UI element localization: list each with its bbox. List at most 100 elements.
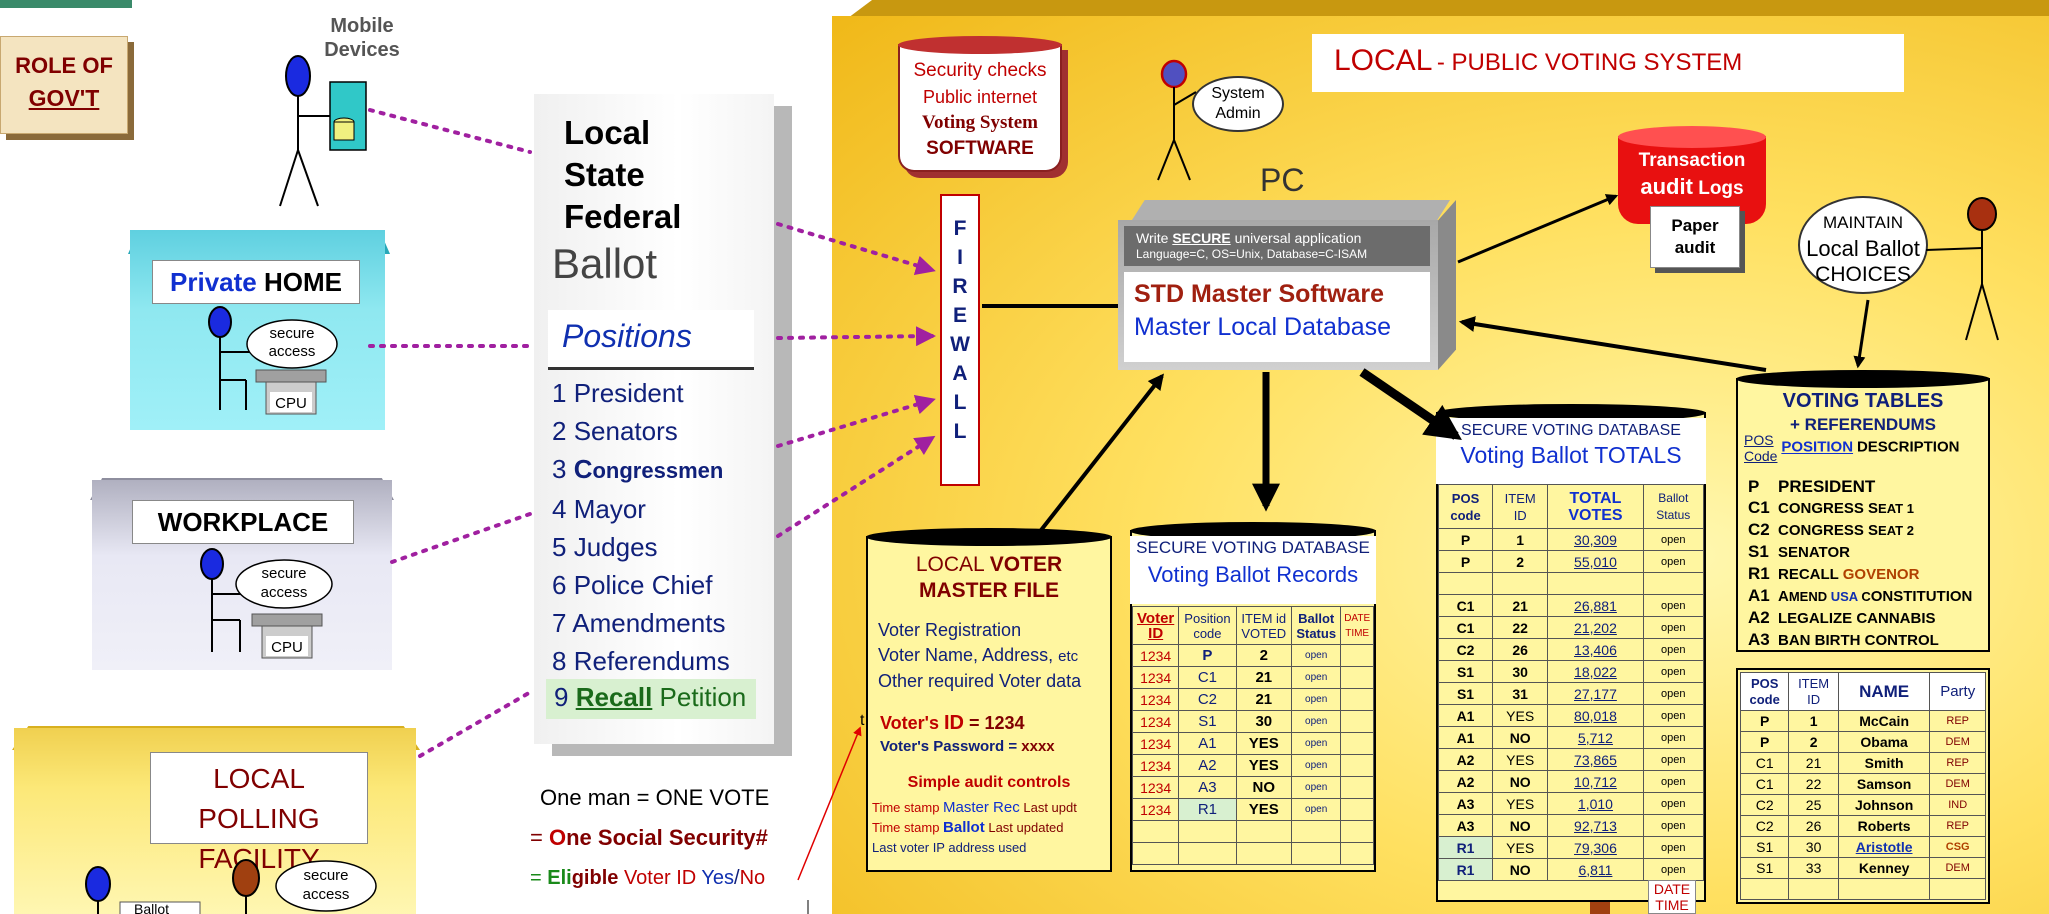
- table-cell: 21: [1235, 688, 1293, 711]
- onevote-l3f: /: [734, 867, 740, 889]
- position-item[interactable]: 7 Amendments: [552, 604, 730, 642]
- table-cell: YES: [1492, 792, 1549, 815]
- pc-write-a: Write: [1136, 230, 1169, 246]
- table-cell: 21: [1788, 752, 1839, 774]
- voter-title-c: MASTER FILE: [919, 579, 1059, 602]
- header-line1: Voter: [1137, 609, 1175, 627]
- table-cell: 1,010: [1547, 792, 1644, 815]
- table-cell: 2: [1235, 644, 1293, 667]
- table-cell: 21,202: [1547, 616, 1644, 639]
- table-cell: C2: [1739, 794, 1790, 816]
- table-cell: [1340, 644, 1374, 667]
- table-cell: [1837, 878, 1931, 900]
- voter-id: Voter's ID = 1234: [880, 712, 1025, 735]
- one-man-one-vote: One man = ONE VOTE = One Social Security…: [530, 778, 830, 898]
- vt-desc: DESCRIPTION: [1856, 438, 1960, 456]
- ts2c: Last updated: [988, 820, 1064, 835]
- table-cell: open: [1642, 748, 1705, 771]
- positions-heading: Positions: [562, 318, 692, 354]
- audit-l1: Transaction: [1638, 150, 1746, 171]
- petition-word: Petition: [659, 682, 747, 712]
- position-label: Judges: [573, 532, 658, 562]
- voter-master-file: LOCAL VOTER MASTER FILE Voter Registrati…: [866, 528, 1112, 872]
- header-line1: POS: [1750, 675, 1779, 691]
- table-cell: YES: [1235, 754, 1293, 777]
- table-cell: [1131, 842, 1180, 865]
- firewall-letter: L: [953, 391, 967, 414]
- table-cell: open: [1642, 814, 1705, 837]
- audit-l2a: audit: [1640, 174, 1693, 199]
- position-item[interactable]: 5 Judges: [552, 528, 730, 566]
- recall-petition-item[interactable]: 9 Recall Petition: [546, 679, 756, 719]
- table-cell: 30: [1492, 660, 1549, 683]
- table-cell: C1: [1739, 752, 1790, 774]
- position-item[interactable]: 1 President: [552, 374, 730, 412]
- firewall-letter: R: [952, 275, 968, 298]
- ts2b: Ballot: [943, 819, 985, 836]
- position-item[interactable]: 8 Referendums: [552, 642, 730, 680]
- table-cell: REP: [1929, 710, 1986, 732]
- table-cell: open: [1642, 726, 1705, 749]
- maintain-l3: CHOICES: [1815, 263, 1911, 286]
- header-line2: code: [1193, 625, 1222, 641]
- table-cell: [1788, 878, 1839, 900]
- admin-l2: Admin: [1215, 105, 1261, 122]
- vtables-header: VOTING TABLES + REFERENDUMS: [1736, 390, 1990, 435]
- table-cell: 26,881: [1547, 594, 1644, 617]
- table-cell: A3: [1437, 814, 1494, 837]
- firewall-letter: E: [952, 304, 967, 327]
- table-cell: 1234: [1131, 644, 1180, 667]
- position-item[interactable]: 2 Senators: [552, 412, 730, 450]
- position-item[interactable]: 3 Congressmen: [552, 450, 730, 490]
- ts2a: Time stamp: [872, 820, 940, 835]
- voter-id-a: Voter's: [880, 713, 939, 733]
- onevote-l2a: =: [530, 825, 543, 850]
- item-desc-part: ONSTITUTION: [1870, 588, 1973, 605]
- recall-num: 9: [554, 682, 569, 712]
- position-item[interactable]: 6 Police Chief: [552, 566, 730, 604]
- table-cell: open: [1291, 688, 1342, 711]
- audit-logs-drum: Transaction audit Logs: [1618, 126, 1766, 224]
- table-cell: Roberts: [1837, 815, 1931, 837]
- header-line1: POS: [1451, 490, 1480, 506]
- table-row: [1131, 820, 1374, 843]
- table-cell: open: [1291, 732, 1342, 755]
- table-cell: A2: [1437, 770, 1494, 793]
- table-cell: open: [1642, 704, 1705, 727]
- table-cell: [1178, 842, 1237, 865]
- table-cell: 22: [1788, 773, 1839, 795]
- table-cell: [1340, 776, 1374, 799]
- polling-line2: POLLING FACILITY: [198, 803, 320, 874]
- table-cell: [1642, 572, 1705, 595]
- table-cell: DEM: [1929, 731, 1986, 753]
- position-item[interactable]: 4 Mayor: [552, 490, 730, 528]
- pc-box: Write SECURE universal application Langu…: [1118, 200, 1456, 370]
- item-desc-part: EAT: [1878, 523, 1904, 538]
- table-cell: A3: [1437, 792, 1494, 815]
- records-title: Voting Ballot Records: [1147, 562, 1359, 587]
- onevote-l3d: Voter ID: [623, 867, 697, 889]
- table-cell: R1: [1437, 858, 1494, 881]
- totals-sub: SECURE VOTING DATABASE: [1461, 422, 1681, 439]
- stray-t: t: [860, 712, 865, 729]
- table-cell: R1: [1437, 836, 1494, 859]
- position-label: C: [573, 454, 593, 484]
